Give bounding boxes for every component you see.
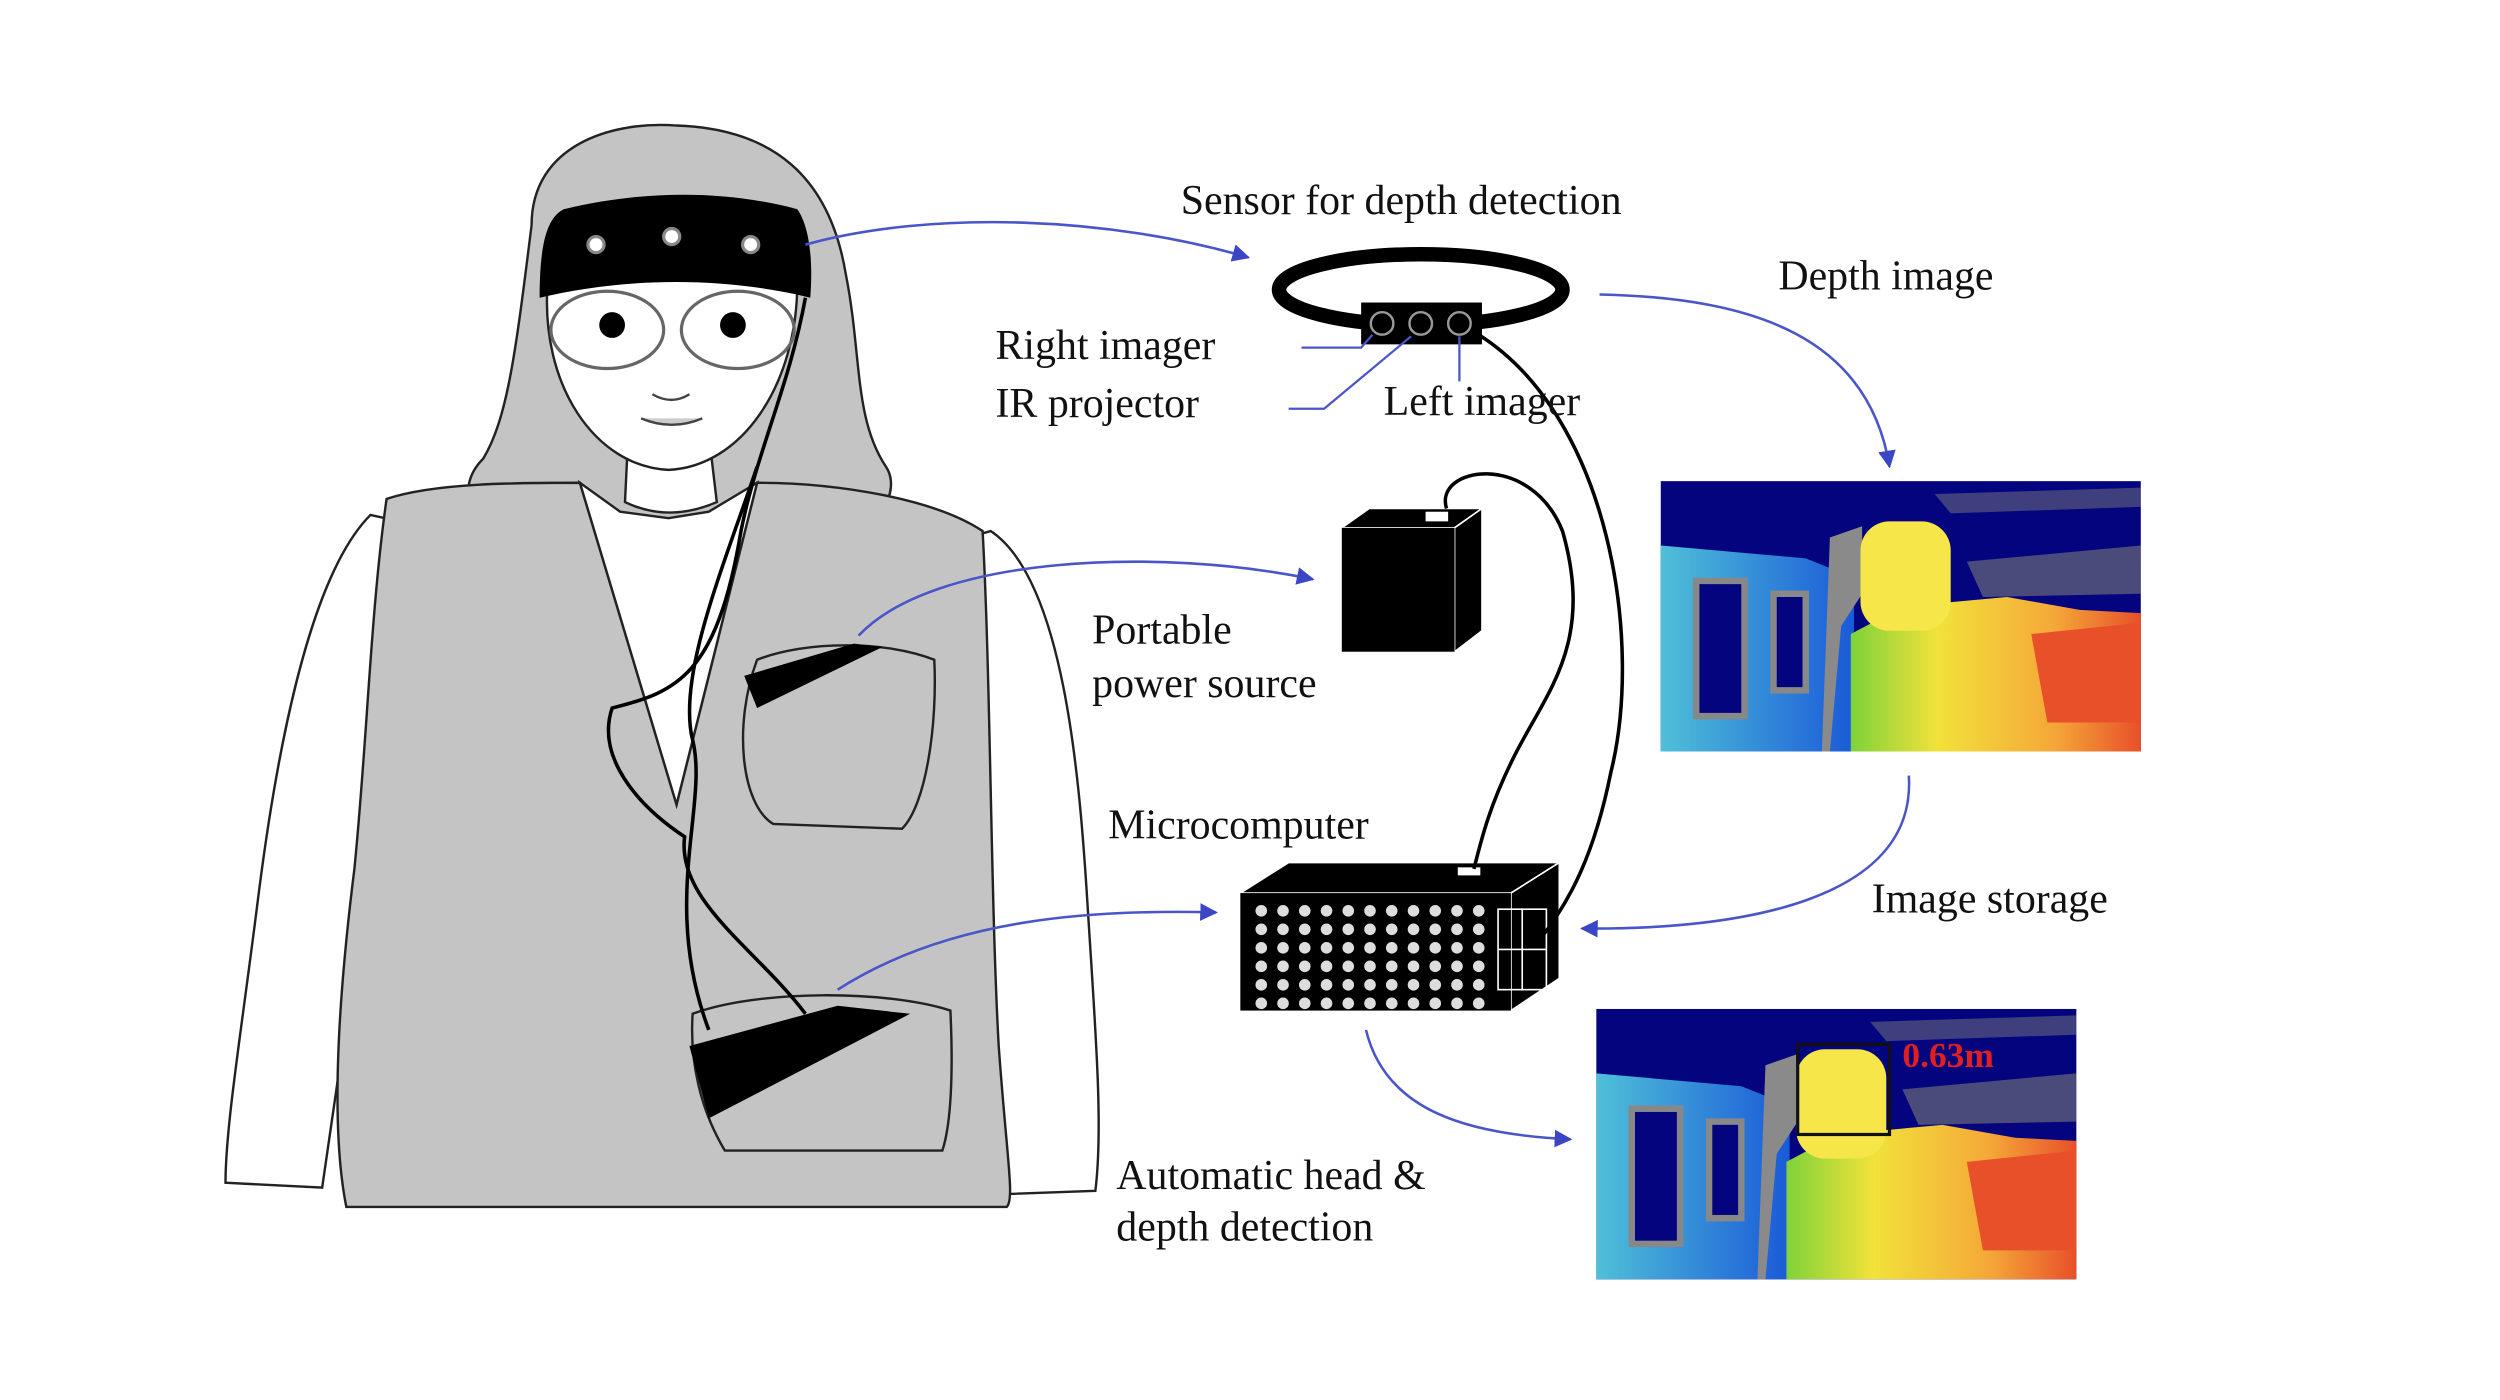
vent-dot [1407,960,1420,973]
vent-dot [1298,942,1311,954]
vent-dot [1298,923,1311,936]
arrow-pocket-to-power [857,560,1315,637]
power-source-label-line2: power source [1092,661,1316,707]
headband-lens-icon [586,234,606,255]
vent-dot [1364,923,1376,936]
vent-dot [1277,960,1289,973]
vent-dot [1385,979,1398,991]
vent-dot [1255,942,1268,954]
vent-dot [1298,997,1311,1010]
microcomputer-device [1237,861,1563,1013]
vent-dot [1255,997,1268,1010]
vent-dot [1451,905,1463,917]
vent-dot [1364,942,1376,954]
depth-image-label: Depth image [1778,254,1993,300]
processed-depth-image: 0.63m [1596,1009,2076,1279]
arrow-to-detection [1364,1029,1573,1148]
image-storage-label: Image storage [1872,876,2108,922]
left-imager-lens-icon [1446,310,1472,336]
head-detection-box [1796,1042,1892,1137]
arrow-pocket-to-microcomputer [836,903,1218,991]
vent-dot [1255,979,1268,991]
vent-dot [1385,923,1398,936]
vent-dot [1472,923,1485,936]
depth-image [1661,481,2141,751]
vent-dot [1342,997,1355,1010]
vent-dot [1472,960,1485,973]
ir-projector-label: IR projector [995,381,1199,427]
vent-dot [1364,997,1376,1010]
headband [539,194,812,298]
vent-dot [1320,905,1333,917]
vent-dot [1429,960,1442,973]
arrow-sensor-to-depth-image [1599,293,1896,469]
vent-dot [1451,923,1463,936]
vent-dot [1451,960,1463,973]
vent-dot [1277,905,1289,917]
vent-dot [1255,905,1268,917]
vent-dot [1320,942,1333,954]
vent-dot [1277,997,1289,1010]
power-source-label-line1: Portable [1092,608,1232,654]
vent-dot [1320,923,1333,936]
vent-dot [1451,942,1463,954]
vent-dot [1255,923,1268,936]
vent-dot [1342,979,1355,991]
vent-dot [1472,997,1485,1010]
vent-dot [1364,979,1376,991]
left-imager-label: Left imager [1384,379,1581,425]
vent-dot [1364,905,1376,917]
vent-dot [1429,905,1442,917]
vent-dot [1429,997,1442,1010]
vent-dot [1472,942,1485,954]
vent-dot [1364,960,1376,973]
vent-dot [1451,979,1463,991]
headband-lens-icon [740,234,761,255]
vent-dot [1320,960,1333,973]
vent-dot [1342,942,1355,954]
wearer-illustration [224,123,1100,1209]
vent-dot [1385,905,1398,917]
vent-dot [1407,979,1420,991]
vent-dot [1342,905,1355,917]
vent-dot [1451,997,1463,1010]
vent-dot [1342,960,1355,973]
vent-dot [1277,923,1289,936]
vent-dot [1407,905,1420,917]
distance-readout: 0.63m [1902,1035,1994,1075]
vent-dot [1385,960,1398,973]
auto-detection-label-line2: depth detection [1116,1205,1373,1251]
vent-dot [1429,923,1442,936]
headband-lens-icon [662,226,682,247]
vent-dot [1385,942,1398,954]
vent-dot [1298,979,1311,991]
arrow-image-storage [1580,775,1911,938]
vent-dot [1298,905,1311,917]
vent-dot [1320,979,1333,991]
vent-dot [1472,905,1485,917]
vent-dot [1429,942,1442,954]
arrow-headband-to-sensor [805,220,1251,262]
portable-power-source [1339,506,1485,654]
sensor-label: Sensor for depth detection [1181,178,1622,224]
vent-dot [1342,923,1355,936]
vent-dot [1277,979,1289,991]
vent-dot [1407,942,1420,954]
vent-dot [1472,979,1485,991]
ir-projector-lens-icon [1408,310,1434,336]
right-imager-lens-icon [1369,310,1395,336]
vent-dot [1407,997,1420,1010]
auto-detection-label-line1: Automatic head & [1116,1153,1425,1199]
vent-dot [1407,923,1420,936]
right-imager-label: Right imager [995,323,1215,369]
vent-dot [1298,960,1311,973]
vent-dot [1429,979,1442,991]
vent-dot [1277,942,1289,954]
microcomputer-label: Microcomputer [1108,802,1369,848]
depth-sensor-headband [1271,247,1570,345]
vent-dot [1385,997,1398,1010]
vent-dot [1255,960,1268,973]
vent-dot [1320,997,1333,1010]
